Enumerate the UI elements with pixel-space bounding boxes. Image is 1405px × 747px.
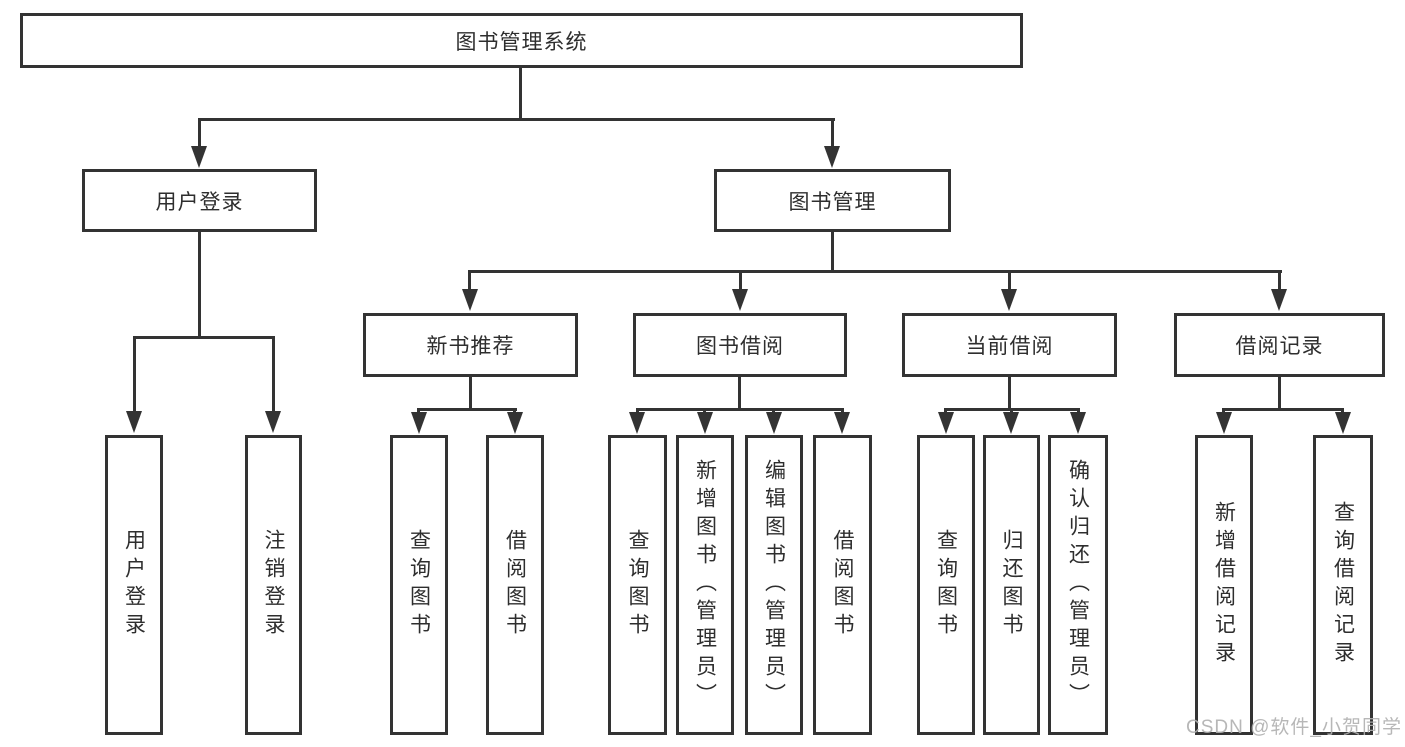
connector-line bbox=[739, 270, 742, 292]
connector-root-hline bbox=[198, 118, 835, 121]
connector-new-books-hline bbox=[417, 408, 517, 411]
node-new-books-label: 新书推荐 bbox=[426, 335, 515, 358]
leaf-edit-book-admin: 编辑图书（管理员） bbox=[745, 435, 803, 735]
connector-book-mgmt-stem bbox=[831, 232, 834, 272]
arrowhead-down-icon bbox=[732, 289, 748, 311]
arrowhead-down-icon bbox=[1216, 412, 1232, 434]
leaf-borrow-books: 借阅图书 bbox=[813, 435, 872, 735]
arrowhead-down-icon bbox=[697, 412, 713, 434]
node-user-login: 用户登录 bbox=[82, 169, 317, 232]
leaf-query-books-borrow-label: 查询图书 bbox=[626, 529, 649, 641]
connector-user-login-stem bbox=[198, 232, 201, 336]
connector-line bbox=[703, 408, 706, 414]
node-borrow-records: 借阅记录 bbox=[1174, 313, 1385, 377]
leaf-query-books-current-label: 查询图书 bbox=[934, 529, 958, 641]
node-borrow-records-label: 借阅记录 bbox=[1235, 335, 1324, 358]
leaf-borrow-books-new-label: 借阅图书 bbox=[503, 529, 527, 641]
connector-line bbox=[513, 408, 516, 414]
connector-line bbox=[1077, 408, 1080, 414]
arrowhead-down-icon bbox=[1070, 412, 1086, 434]
node-current-borrow: 当前借阅 bbox=[902, 313, 1117, 377]
arrowhead-down-icon bbox=[411, 412, 427, 434]
leaf-edit-book-admin-label: 编辑图书（管理员） bbox=[762, 459, 786, 711]
arrowhead-down-icon bbox=[1335, 412, 1351, 434]
arrowhead-down-icon bbox=[462, 289, 478, 311]
leaf-query-borrow-record: 查询借阅记录 bbox=[1313, 435, 1373, 735]
arrowhead-down-icon bbox=[834, 412, 850, 434]
arrowhead-down-icon bbox=[766, 412, 782, 434]
leaf-logout: 注销登录 bbox=[245, 435, 302, 735]
connector-line bbox=[1341, 408, 1344, 414]
node-root-label: 图书管理系统 bbox=[455, 30, 588, 54]
connector-line bbox=[1222, 408, 1225, 414]
arrowhead-down-icon bbox=[1271, 289, 1287, 311]
connector-new-books-stem bbox=[469, 377, 472, 408]
connector-current-borrow-stem bbox=[1008, 377, 1011, 408]
node-book-borrow-label: 图书借阅 bbox=[696, 335, 784, 358]
connector-line bbox=[944, 408, 947, 414]
leaf-query-books-new-label: 查询图书 bbox=[407, 529, 431, 641]
connector-line bbox=[417, 408, 420, 414]
arrowhead-down-icon bbox=[1003, 412, 1019, 434]
connector-book-mgmt-hline bbox=[469, 270, 1282, 273]
leaf-add-borrow-record: 新增借阅记录 bbox=[1195, 435, 1253, 735]
leaf-return-book: 归还图书 bbox=[983, 435, 1040, 735]
arrowhead-down-icon bbox=[126, 411, 142, 433]
connector-book-borrow-stem bbox=[738, 377, 741, 408]
connector-book-borrow-hline bbox=[636, 408, 844, 411]
leaf-borrow-books-label: 借阅图书 bbox=[831, 529, 854, 641]
csdn-watermark: CSDN @软件_小贺同学 bbox=[1186, 717, 1402, 738]
connector-line bbox=[1278, 270, 1281, 292]
connector-line bbox=[272, 336, 275, 413]
connector-root-stem bbox=[519, 68, 522, 118]
leaf-query-books-new: 查询图书 bbox=[390, 435, 448, 735]
arrowhead-down-icon bbox=[265, 411, 281, 433]
leaf-query-books-borrow: 查询图书 bbox=[608, 435, 667, 735]
connector-line bbox=[198, 118, 201, 150]
leaf-confirm-return-admin: 确认归还（管理员） bbox=[1048, 435, 1108, 735]
leaf-user-login: 用户登录 bbox=[105, 435, 163, 735]
connector-line bbox=[772, 408, 775, 414]
connector-borrow-records-stem bbox=[1278, 377, 1281, 408]
connector-line bbox=[468, 270, 471, 292]
connector-borrow-records-hline bbox=[1222, 408, 1344, 411]
node-user-login-label: 用户登录 bbox=[155, 190, 244, 214]
leaf-user-login-label: 用户登录 bbox=[122, 529, 146, 641]
node-book-mgmt-label: 图书管理 bbox=[788, 190, 877, 214]
connector-line bbox=[1008, 270, 1011, 292]
node-current-borrow-label: 当前借阅 bbox=[965, 335, 1054, 358]
connector-line bbox=[1010, 408, 1013, 414]
arrowhead-down-icon bbox=[629, 412, 645, 434]
leaf-borrow-books-new: 借阅图书 bbox=[486, 435, 544, 735]
node-root: 图书管理系统 bbox=[20, 13, 1023, 68]
connector-line bbox=[636, 408, 639, 414]
leaf-logout-label: 注销登录 bbox=[262, 529, 285, 641]
node-book-mgmt: 图书管理 bbox=[714, 169, 951, 232]
node-new-books: 新书推荐 bbox=[363, 313, 578, 377]
connector-line bbox=[133, 336, 136, 413]
leaf-add-book-admin-label: 新增图书（管理员） bbox=[693, 459, 717, 711]
connector-line bbox=[841, 408, 844, 414]
leaf-query-borrow-record-label: 查询借阅记录 bbox=[1331, 501, 1355, 669]
leaf-confirm-return-admin-label: 确认归还（管理员） bbox=[1066, 459, 1090, 711]
connector-line bbox=[831, 118, 834, 150]
leaf-add-borrow-record-label: 新增借阅记录 bbox=[1212, 501, 1236, 669]
leaf-return-book-label: 归还图书 bbox=[1000, 529, 1023, 641]
leaf-add-book-admin: 新增图书（管理员） bbox=[676, 435, 734, 735]
arrowhead-down-icon bbox=[191, 146, 207, 168]
leaf-query-books-current: 查询图书 bbox=[917, 435, 975, 735]
node-book-borrow: 图书借阅 bbox=[633, 313, 847, 377]
arrowhead-down-icon bbox=[507, 412, 523, 434]
arrowhead-down-icon bbox=[938, 412, 954, 434]
arrowhead-down-icon bbox=[1001, 289, 1017, 311]
connector-user-login-hline bbox=[133, 336, 275, 339]
arrowhead-down-icon bbox=[824, 146, 840, 168]
